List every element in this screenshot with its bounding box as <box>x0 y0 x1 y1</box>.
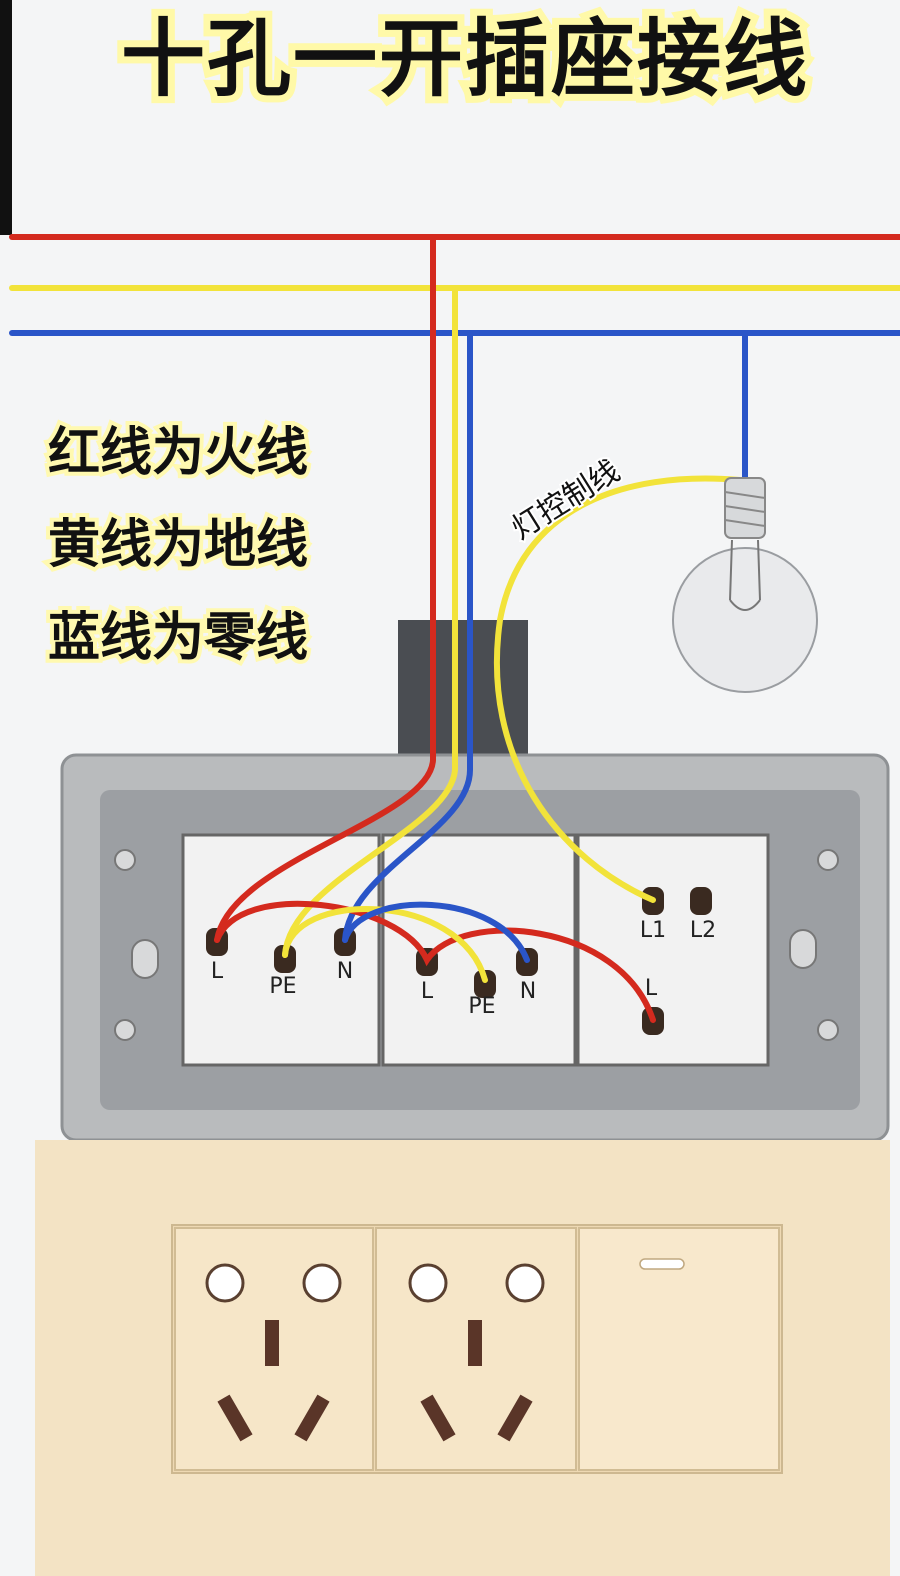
control-wire-label: 灯控制线 <box>506 454 626 547</box>
lamp-control-wire <box>493 475 743 903</box>
socket-front-2 <box>375 1227 577 1471</box>
terminal-label: N <box>520 979 536 1004</box>
terminal-label: PE <box>269 974 296 999</box>
legend-neutral: 蓝线为零线 <box>48 608 308 668</box>
terminal-label: PE <box>468 994 495 1019</box>
terminal-label: L <box>645 976 658 1001</box>
left-edge-bar <box>0 0 12 235</box>
live-wire-to-socket1 <box>214 234 436 943</box>
terminal-label: L <box>421 979 434 1004</box>
terminal-label: N <box>337 959 353 984</box>
legend-live: 红线为火线 <box>48 423 308 483</box>
diagram-title: 十孔一开插座接线 <box>121 10 809 108</box>
modules <box>181 833 770 1067</box>
light-switch[interactable] <box>578 1227 780 1471</box>
neutral-jumper-wire <box>342 901 530 963</box>
terminal-label: L <box>211 959 224 984</box>
earth-wire-to-socket1 <box>282 285 458 958</box>
live-jumper-wires <box>214 900 656 1023</box>
socket-front-1 <box>174 1227 374 1471</box>
terminal-label: L2 <box>690 918 716 943</box>
light-bulb-icon <box>672 477 818 693</box>
terminal-label: L1 <box>640 918 666 943</box>
frame-screw-holes <box>114 849 839 1041</box>
legend-earth: 黄线为地线 <box>48 515 308 575</box>
terminal-labels: L PE N L PE N L1 L2 L <box>211 918 716 1019</box>
